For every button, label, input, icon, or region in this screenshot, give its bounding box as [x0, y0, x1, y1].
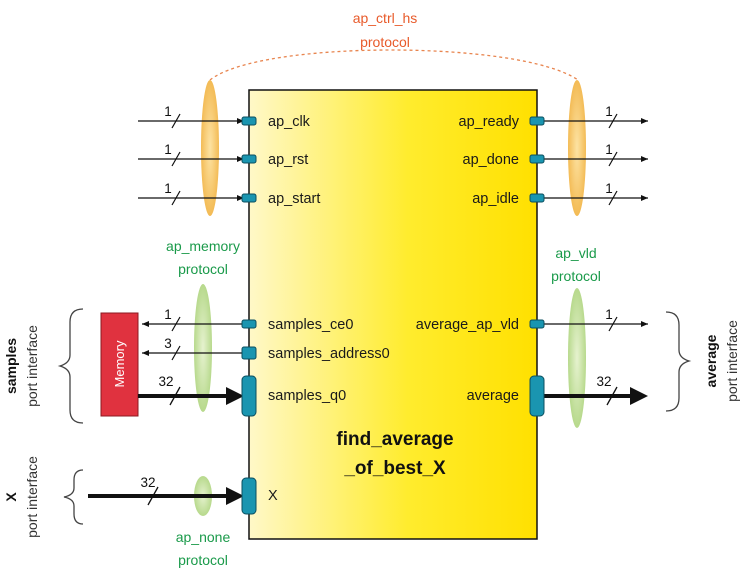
ctrl-hs-label-line1: ap_ctrl_hs [353, 10, 418, 26]
pin-samples-ce0 [241, 319, 257, 329]
port-label-average: average [467, 388, 519, 404]
x-side-label-rest: port interface [24, 456, 40, 538]
pin-ap-clk [241, 116, 257, 126]
port-label-samples-ce0: samples_ce0 [268, 317, 353, 333]
ctrl-hs-right-ellipse [568, 80, 586, 216]
bit-width-average-ap-vld: 1 [605, 307, 613, 322]
ctrl-hs-left-ellipse [201, 80, 219, 216]
ap-memory-label-line1: ap_memory [166, 238, 240, 254]
samples-side-label-rest: port interface [24, 325, 40, 407]
pin-ap-rst [241, 154, 257, 164]
x-side-label: X [3, 492, 19, 502]
port-label-ap-clk: ap_clk [268, 114, 311, 130]
average-side-label-rest: port interface [724, 320, 740, 402]
pin-ap-idle [529, 193, 545, 203]
port-label-ap-done: ap_done [463, 152, 519, 168]
port-label-ap-ready: ap_ready [459, 114, 520, 130]
bit-width-samples-q0: 32 [158, 374, 173, 389]
ap-none-label-line1: ap_none [176, 529, 231, 545]
left-control-wires [138, 113, 244, 206]
bit-width-ap-ready: 1 [605, 104, 613, 119]
memory-block [100, 312, 139, 417]
x-wire [88, 486, 244, 506]
pin-ap-ready [529, 116, 545, 126]
average-brace [665, 311, 692, 412]
port-label-ap-idle: ap_idle [472, 191, 519, 207]
bit-width-ap-clk: 1 [164, 104, 172, 119]
ap-memory-ellipse [194, 284, 212, 412]
samples-side-label: samples [3, 338, 19, 394]
port-label-ap-rst: ap_rst [268, 152, 308, 168]
bit-width-ap-rst: 1 [164, 142, 172, 157]
pin-x [241, 477, 257, 515]
bit-width-samples-ce0: 1 [164, 307, 172, 322]
pin-average [529, 375, 545, 417]
pin-average-ap-vld [529, 319, 545, 329]
ap-memory-label-line2: protocol [178, 261, 228, 277]
pin-ap-start [241, 193, 257, 203]
port-pins [241, 116, 545, 515]
bit-width-ap-idle: 1 [605, 181, 613, 196]
port-label-ap-start: ap_start [268, 191, 320, 207]
bit-width-x: 32 [140, 475, 155, 490]
bit-width-average: 32 [596, 374, 611, 389]
ap-vld-label-line2: protocol [551, 268, 601, 284]
find-average-block [248, 89, 538, 540]
pin-ap-done [529, 154, 545, 164]
ap-none-label-line2: protocol [178, 552, 228, 568]
memory-wires [138, 316, 244, 406]
block-title-line2: _of_best_X [343, 458, 446, 479]
average-wires [544, 316, 648, 406]
ap-vld-ellipse [568, 288, 586, 428]
port-label-average-ap-vld: average_ap_vld [416, 317, 519, 333]
bit-width-ap-start: 1 [164, 181, 172, 196]
port-label-samples-q0: samples_q0 [268, 388, 346, 404]
pin-samples-address0 [241, 346, 257, 360]
average-side-label: average [703, 334, 719, 387]
pin-samples-q0 [241, 375, 257, 417]
block-title-line1: find_average [336, 429, 453, 450]
samples-brace [57, 308, 84, 424]
bit-width-ap-done: 1 [605, 142, 613, 157]
ap-vld-label-line1: ap_vld [555, 245, 596, 261]
ctrl-hs-arc [209, 49, 579, 81]
x-brace [63, 469, 84, 525]
bit-width-samples-address0: 3 [164, 336, 172, 351]
port-label-samples-address0: samples_address0 [268, 346, 390, 362]
port-label-x: X [268, 488, 278, 504]
ctrl-hs-label-line2: protocol [360, 34, 410, 50]
memory-label: Memory [112, 340, 127, 387]
right-control-wires [544, 113, 648, 206]
